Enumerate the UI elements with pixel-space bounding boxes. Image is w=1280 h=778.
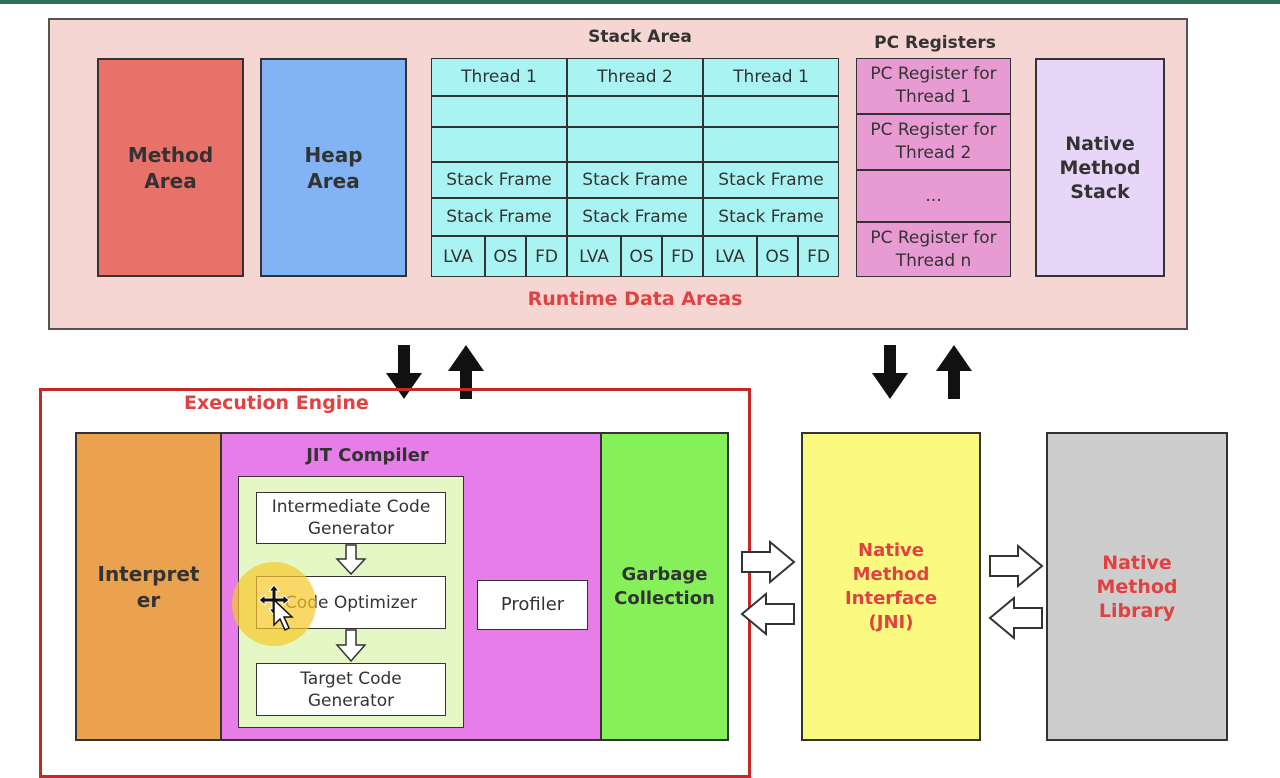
lva-cell: LVA xyxy=(567,236,621,277)
stack-frame: Stack Frame xyxy=(431,198,567,236)
thread-header: Thread 2 xyxy=(567,58,703,96)
pc-register: PC Register for Thread n xyxy=(856,222,1011,277)
left-hollow-arrow-icon xyxy=(988,596,1043,640)
stack-empty-slot xyxy=(431,127,567,162)
os-cell: OS xyxy=(485,236,526,277)
down-hollow-arrow-icon xyxy=(335,629,367,663)
target-code-generator: Target Code Generator xyxy=(256,663,446,716)
stack-empty-slot xyxy=(567,127,703,162)
pc-registers-title: PC Registers xyxy=(874,33,996,53)
method-area: Method Area xyxy=(97,58,244,277)
down-arrow-icon xyxy=(386,345,422,399)
garbage-collection: Garbage Collection xyxy=(600,432,729,741)
stack-frame: Stack Frame xyxy=(567,198,703,236)
top-bar xyxy=(0,0,1280,4)
stack-frame: Stack Frame xyxy=(431,162,567,198)
stack-empty-slot xyxy=(431,96,567,127)
up-arrow-icon xyxy=(936,345,972,399)
fd-cell: FD xyxy=(662,236,703,277)
intermediate-code-generator: Intermediate Code Generator xyxy=(256,492,446,544)
stack-frame: Stack Frame xyxy=(703,162,839,198)
stack-area: Thread 1 Stack Frame Stack Frame LVA OS … xyxy=(431,58,839,277)
os-cell: OS xyxy=(621,236,662,277)
native-method-stack: Native Method Stack xyxy=(1035,58,1165,277)
right-hollow-arrow-icon xyxy=(741,540,796,584)
execution-engine-title: Execution Engine xyxy=(184,392,369,414)
stack-frame: Stack Frame xyxy=(567,162,703,198)
pc-registers: PC Register for Thread 1 PC Register for… xyxy=(856,58,1011,277)
jit-compiler-title: JIT Compiler xyxy=(306,444,429,466)
thread-header: Thread 1 xyxy=(431,58,567,96)
os-cell: OS xyxy=(757,236,798,277)
runtime-title: Runtime Data Areas xyxy=(527,288,743,310)
pc-register: PC Register for Thread 2 xyxy=(856,114,1011,170)
right-hollow-arrow-icon xyxy=(989,544,1044,588)
down-hollow-arrow-icon xyxy=(335,544,367,576)
up-arrow-icon xyxy=(448,345,484,399)
stack-empty-slot xyxy=(703,96,839,127)
profiler: Profiler xyxy=(477,580,588,630)
left-hollow-arrow-icon xyxy=(740,592,795,636)
pc-register: PC Register for Thread 1 xyxy=(856,58,1011,114)
thread-header: Thread 1 xyxy=(703,58,839,96)
fd-cell: FD xyxy=(526,236,567,277)
pc-register-ellipsis: ... xyxy=(856,170,1011,222)
stack-frame: Stack Frame xyxy=(703,198,839,236)
stack-area-title: Stack Area xyxy=(588,27,692,47)
down-arrow-icon xyxy=(872,345,908,399)
lva-cell: LVA xyxy=(431,236,485,277)
stack-empty-slot xyxy=(567,96,703,127)
interpreter: Interpret er xyxy=(75,432,222,741)
lva-cell: LVA xyxy=(703,236,757,277)
native-method-interface: Native Method Interface (JNI) xyxy=(801,432,981,741)
heap-area: Heap Area xyxy=(260,58,407,277)
stack-empty-slot xyxy=(703,127,839,162)
native-method-library: Native Method Library xyxy=(1046,432,1228,741)
move-cursor-icon xyxy=(258,585,294,631)
fd-cell: FD xyxy=(798,236,839,277)
